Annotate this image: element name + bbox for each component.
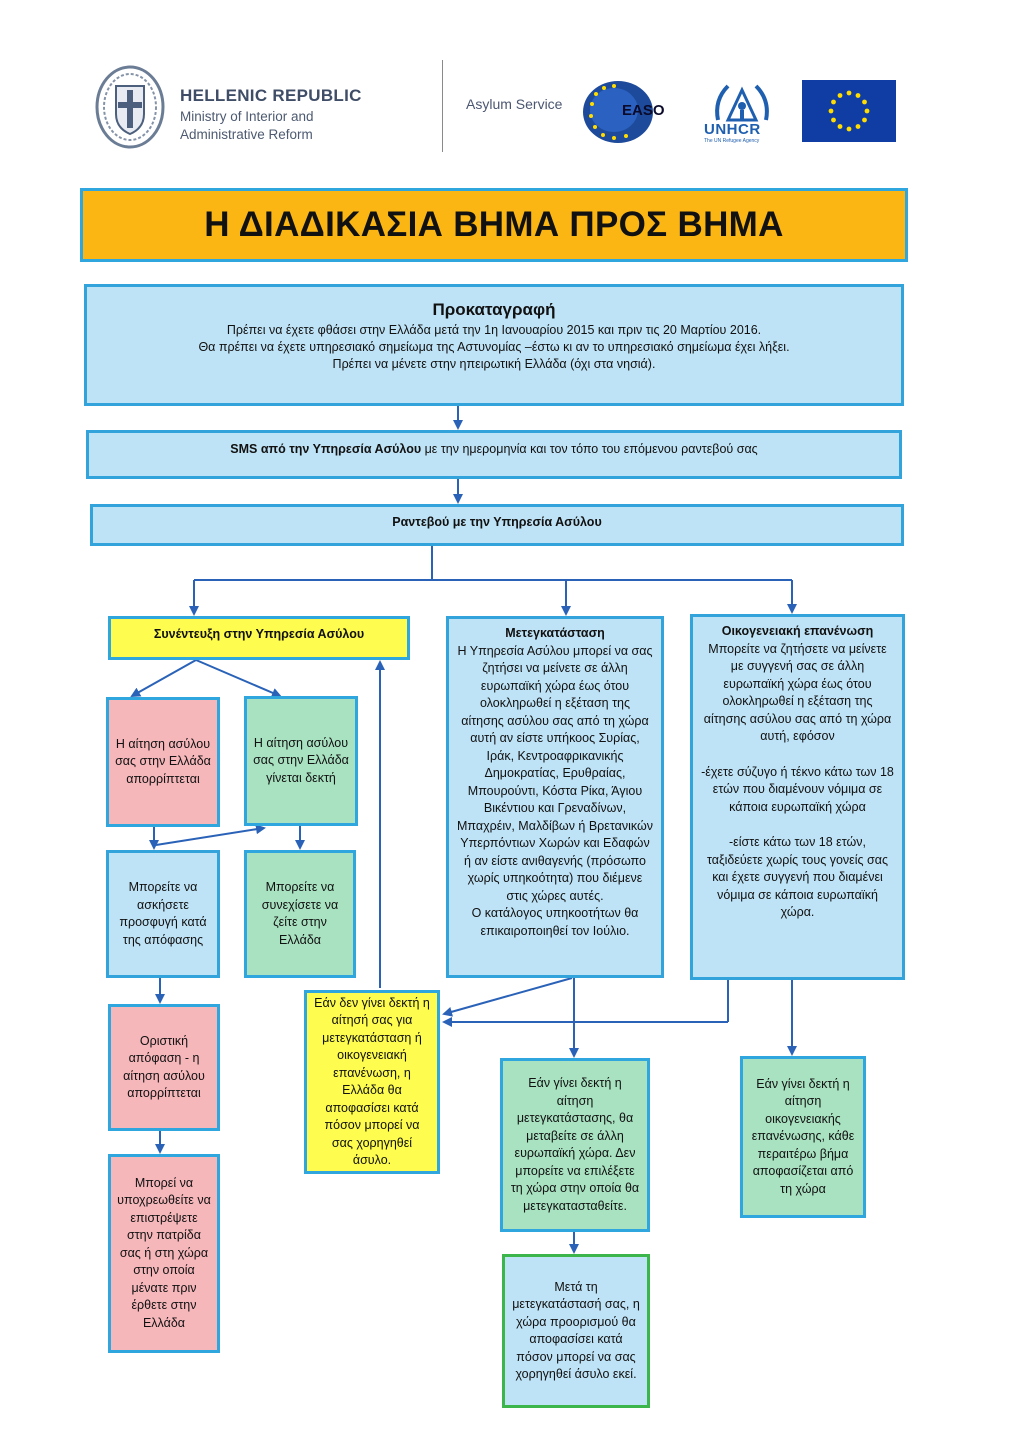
- appeal-box: Μπορείτε να ασκήσετε προσφυγή κατά της α…: [106, 850, 220, 978]
- family-reunification-box: Οικογενειακή επανένωση Μπορείτε να ζητήσ…: [690, 614, 905, 980]
- asylum-service-label: Asylum Service: [466, 96, 563, 112]
- stay-box: Μπορείτε να συνεχίσετε να ζείτε στην Ελλ…: [244, 850, 356, 978]
- unhcr-logo-icon: [715, 84, 769, 122]
- interview-box: Συνέντευξη στην Υπηρεσία Ασύλου: [108, 616, 410, 660]
- rejected-text: Η αίτηση ασύλου σας στην Ελλάδα απορρίπτ…: [115, 736, 211, 786]
- appointment-text: Ραντεβού με την Υπηρεσία Ασύλου: [392, 515, 602, 530]
- not-accepted-text: Εάν δεν γίνει δεκτή η αίτησή σας για μετ…: [314, 995, 430, 1168]
- header: HELLENIC REPUBLIC Ministry of Interior a…: [0, 0, 1024, 170]
- return-text: Μπορεί να υποχρεωθείτε να επιστρέψετε στ…: [117, 1175, 211, 1330]
- relocation-note: Ο κατάλογος υπηκοοτήτων θα επικαιροποιηθ…: [471, 906, 639, 938]
- relocation-accepted-box: Εάν γίνει δεκτή η αίτηση μετεγκατάστασης…: [500, 1058, 650, 1232]
- sms-text-bold: SMS από την Υπηρεσία Ασύλου: [230, 441, 422, 456]
- accepted-text: Η αίτηση ασύλου σας στην Ελλάδα γίνεται …: [253, 735, 349, 785]
- final-decision-box: Οριστική απόφαση - η αίτηση ασύλου απορρ…: [108, 1004, 220, 1131]
- easo-label: EASO: [622, 102, 665, 119]
- sms-text: SMS από την Υπηρεσία Ασύλου με την ημερο…: [230, 441, 757, 459]
- unhcr-tagline: The UN Refugee Agency: [704, 138, 760, 144]
- easo-logo-icon: [583, 81, 653, 143]
- after-relocation-text: Μετά τη μετεγκατάστασή σας, η χώρα προορ…: [512, 1279, 640, 1382]
- family-condition-1: -έχετε σύζυγο ή τέκνο κάτω των 18 ετών π…: [701, 764, 894, 814]
- org-title: HELLENIC REPUBLIC: [180, 86, 362, 105]
- sms-text-rest: με την ημερομηνία και τον τόπο του επόμε…: [421, 441, 758, 456]
- sms-box: SMS από την Υπηρεσία Ασύλου με την ημερο…: [86, 430, 902, 479]
- final-decision-text: Οριστική απόφαση - η αίτηση ασύλου απορρ…: [123, 1033, 205, 1101]
- unhcr-label: UNHCR: [704, 121, 761, 138]
- relocation-box: Μετεγκατάσταση Η Υπηρεσία Ασύλου μπορεί …: [446, 616, 664, 978]
- relocation-body: Η Υπηρεσία Ασύλου μπορεί να σας ζητήσει …: [457, 643, 653, 903]
- relocation-accepted-text: Εάν γίνει δεκτή η αίτηση μετεγκατάστασης…: [510, 1076, 640, 1213]
- accepted-box: Η αίτηση ασύλου σας στην Ελλάδα γίνεται …: [244, 696, 358, 826]
- after-relocation-box: Μετά τη μετεγκατάστασή σας, η χώρα προορ…: [502, 1254, 650, 1408]
- appeal-text: Μπορείτε να ασκήσετε προσφυγή κατά της α…: [119, 880, 207, 947]
- family-accepted-text: Εάν γίνει δεκτή η αίτηση οικογενειακής ε…: [751, 1076, 855, 1196]
- ministry-line-1: Ministry of Interior and: [180, 109, 314, 124]
- rejected-box: Η αίτηση ασύλου σας στην Ελλάδα απορρίπτ…: [106, 697, 220, 827]
- relocation-heading: Μετεγκατάσταση: [505, 626, 605, 640]
- return-box: Μπορεί να υποχρεωθείτε να επιστρέψετε στ…: [108, 1154, 220, 1353]
- not-accepted-box: Εάν δεν γίνει δεκτή η αίτησή σας για μετ…: [304, 990, 440, 1174]
- family-body: Μπορείτε να ζητήσετε να μείνετε με συγγε…: [703, 641, 892, 744]
- pre-registration-line-3: Πρέπει να μένετε στην ηπειρωτική Ελλάδα …: [332, 357, 656, 371]
- pre-registration-line-2: Θα πρέπει να έχετε υπηρεσιακό σημείωμα τ…: [198, 340, 790, 354]
- family-heading: Οικογενειακή επανένωση: [721, 624, 874, 638]
- eu-flag-icon: [802, 80, 896, 142]
- pre-registration-heading: Προκαταγραφή: [432, 300, 556, 319]
- greek-emblem-icon: [95, 65, 165, 149]
- stay-text: Μπορείτε να συνεχίσετε να ζείτε στην Ελλ…: [261, 880, 339, 947]
- interview-text: Συνέντευξη στην Υπηρεσία Ασύλου: [153, 627, 365, 642]
- page-title: Η ΔΙΑΔΙΚΑΣΙΑ ΒΗΜΑ ΠΡΟΣ ΒΗΜΑ: [204, 205, 784, 244]
- family-condition-2: -είστε κάτω των 18 ετών, ταξιδεύετε χωρί…: [707, 835, 888, 919]
- title-banner: Η ΔΙΑΔΙΚΑΣΙΑ ΒΗΜΑ ΠΡΟΣ ΒΗΜΑ: [80, 188, 908, 262]
- ministry-line-2: Administrative Reform: [180, 127, 313, 142]
- pre-registration-line-1: Πρέπει να έχετε φθάσει στην Ελλάδα μετά …: [226, 323, 762, 337]
- appointment-box: Ραντεβού με την Υπηρεσία Ασύλου: [90, 504, 904, 546]
- header-divider: [442, 60, 443, 152]
- family-accepted-box: Εάν γίνει δεκτή η αίτηση οικογενειακής ε…: [740, 1056, 866, 1218]
- pre-registration-box: Προκαταγραφή Πρέπει να έχετε φθάσει στην…: [84, 284, 904, 406]
